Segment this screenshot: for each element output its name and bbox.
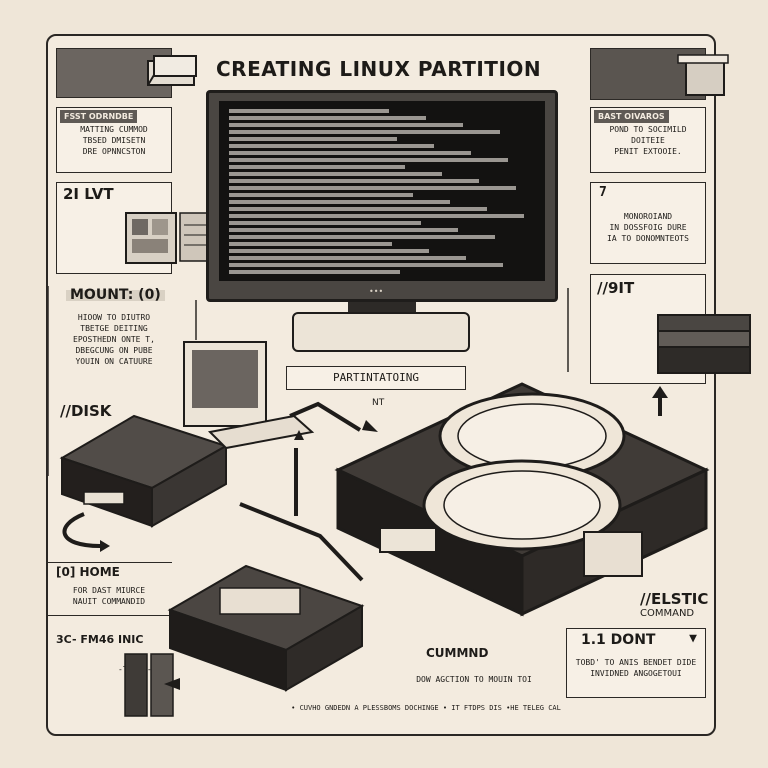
terminal-line xyxy=(229,151,471,155)
terminal-line xyxy=(229,228,458,232)
monitor-dots: ••• xyxy=(369,287,384,296)
hard-drive-icon xyxy=(334,382,710,617)
dont-arrow: ▼ xyxy=(689,631,697,646)
monitor-base xyxy=(292,312,470,352)
server-illustration xyxy=(590,48,729,100)
elstic-sub: COMMAND xyxy=(640,608,695,619)
panel-line: IN DOSSFOIG DURE xyxy=(609,223,687,232)
laptop-icon xyxy=(183,341,315,450)
thin-arrows xyxy=(47,286,569,476)
terminal-line xyxy=(229,263,503,267)
terminal-line xyxy=(229,116,426,120)
terminal-line xyxy=(229,270,400,274)
panel-line: MATTING CUMMOD xyxy=(80,125,148,134)
monitor: ••• xyxy=(206,90,558,302)
panel-bottom-left: 3C- FM46 INIC -TNGIT- D 1 xyxy=(46,633,174,720)
panel-cummnd: CUMMND DOW AGCTION TO MOUIN TOI xyxy=(380,646,568,694)
terminal-line xyxy=(229,179,479,183)
git-label: //9IT xyxy=(597,279,635,297)
lvt-label: 2I LVT xyxy=(63,185,114,203)
panel-dont: 1.1 DONT ▼ TOBD' TO ANIS BENDET DIDE INV… xyxy=(566,628,706,698)
books-icon xyxy=(147,55,197,86)
card-reader-icon xyxy=(167,564,365,692)
terminal-line xyxy=(229,172,442,176)
books-illustration xyxy=(56,48,197,98)
terminal-line xyxy=(229,249,429,253)
partitioning-label: PARTINTATOING xyxy=(332,371,420,384)
mount-line: YOUIN ON CATUURE xyxy=(75,357,153,366)
terminal-line xyxy=(229,214,524,218)
panel-partition-command: FSST ODRNDBE MATTING CUMMOD TBSED DMISET… xyxy=(56,107,172,173)
panel-mount: MOUNT: (0) HIOOW TO DIUTRO TBETGE DEITIN… xyxy=(56,286,172,376)
cummnd-label: CUMMND xyxy=(426,646,489,660)
footer-caption: • CUVHO GNDEDN A PLESSBOMS DOCHINGE • IT… xyxy=(291,704,561,712)
panel-line: PENIT EXTOOIE. xyxy=(614,147,682,156)
arrowheads xyxy=(100,386,668,690)
terminal-line xyxy=(229,144,434,148)
terminal-line xyxy=(229,200,450,204)
flow-arrows xyxy=(62,396,662,582)
panel-home: [0] HOME FOR DAST MIURCE NAUIT COMMANDID xyxy=(46,562,172,616)
panel-line: INVIDNED ANGOGETOUI xyxy=(590,669,682,678)
partitioning-banner: PARTINTATOING xyxy=(286,366,466,390)
terminal-line xyxy=(229,207,487,211)
terminal-line xyxy=(229,221,421,225)
terminal-line xyxy=(229,130,500,134)
terminal-line xyxy=(229,137,397,141)
terminal-line xyxy=(229,242,392,246)
drive-stack-icon xyxy=(657,314,751,374)
panel-line: TBSED DMISETN xyxy=(82,136,146,145)
panel-mid-right: 7 MONOROIAND IN DOSSFOIG DURE IA TO DONO… xyxy=(590,182,706,264)
panel-tab: FSST ODRNDBE xyxy=(60,110,138,123)
panel-line: FOR DAST MIURCE xyxy=(72,586,146,595)
panel-tab: BAST OIVAROS xyxy=(594,110,669,123)
panel-line: NAUIT COMMANDID xyxy=(72,597,146,606)
terminal-screen xyxy=(219,101,545,281)
panel-top-right: BAST OIVAROS POND TO SOCIMILD DOITEIE PE… xyxy=(590,107,706,173)
home-label: [0] HOME xyxy=(56,565,120,579)
server-towers-icon xyxy=(124,653,174,717)
terminal-line xyxy=(229,235,495,239)
terminal-line xyxy=(229,109,389,113)
panel-line: TOBD' TO ANIS BENDET DIDE xyxy=(575,658,697,667)
panel-line: IA TO DONOMNTEOTS xyxy=(607,234,689,243)
terminal-line xyxy=(229,158,508,162)
terminal-line xyxy=(229,186,516,190)
mount-line: TBETGE DEITING xyxy=(80,324,148,333)
mount-line: HIOOW TO DIUTRO xyxy=(77,313,151,322)
mount-line: EPOSTHEDN ONTE T, xyxy=(73,335,155,344)
terminal-line xyxy=(229,256,466,260)
mid-right-tag: 7 xyxy=(599,185,607,200)
terminal-line xyxy=(229,193,413,197)
nt-tag: NT xyxy=(372,398,385,408)
cmd-label: 3C- FM46 INIC xyxy=(56,633,144,646)
terminal-line xyxy=(229,165,405,169)
dont-label: 1.1 DONT xyxy=(581,632,656,648)
external-disk-icon xyxy=(59,414,229,528)
page-title: CREATING LINUX PARTITION xyxy=(216,57,542,81)
mount-label: MOUNT: (0) xyxy=(66,288,165,302)
server-icon xyxy=(677,54,729,96)
disk-label: //DISK xyxy=(60,402,112,420)
elstic-label: //ELSTIC xyxy=(640,590,709,608)
terminal-line xyxy=(229,123,463,127)
panel-git: //9IT xyxy=(590,274,751,384)
cummnd-line: DOW AGCTION TO MOUIN TOI xyxy=(416,675,532,684)
panel-line: DOITEIE xyxy=(631,136,665,145)
panel-line: DRE OPNNCSTON xyxy=(82,147,146,156)
panel-line: POND TO SOCIMILD xyxy=(609,125,687,134)
panel-line: MONOROIAND xyxy=(623,212,673,221)
mount-line: DBEGCUNG ON PUBE xyxy=(75,346,153,355)
